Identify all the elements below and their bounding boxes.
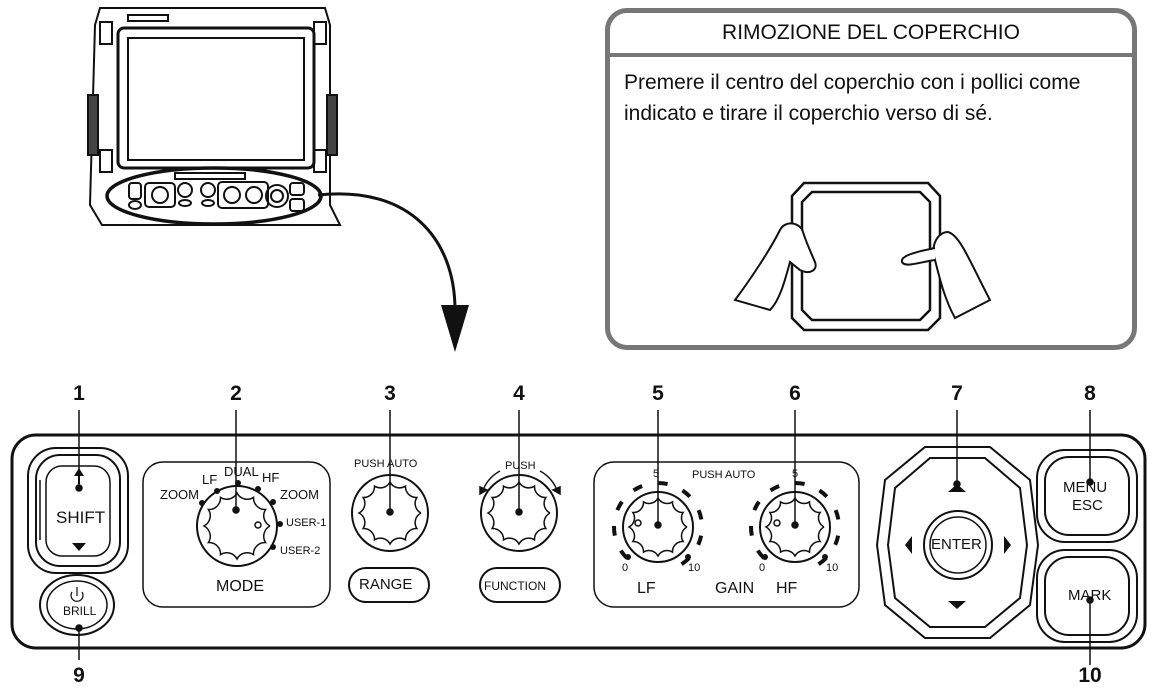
cover-removal-box: RIMOZIONE DEL COPERCHIO Premere il centr… (605, 8, 1137, 350)
function-push-label: PUSH (505, 460, 536, 472)
callout-7: 7 (951, 382, 963, 405)
function-label: FUNCTION (484, 579, 546, 593)
cursor-up-arrow-icon (948, 484, 966, 492)
cursor-pad[interactable] (875, 446, 1040, 639)
cover-removal-instructions: Premere il centro del coperchio con i po… (624, 71, 1081, 125)
callout-8: 8 (1084, 382, 1096, 405)
callout-2: 2 (230, 382, 242, 405)
menu-esc-key[interactable] (1036, 449, 1138, 543)
function-key[interactable] (479, 567, 561, 603)
callout-3: 3 (384, 382, 396, 405)
mode-label: MODE (216, 578, 264, 595)
menu-label: MENU (1063, 479, 1108, 496)
gain-lf-5-label: 5 (653, 468, 660, 480)
enter-key[interactable] (923, 510, 993, 580)
control-panel-frame (10, 433, 1147, 650)
shift-down-arrow-icon (72, 543, 86, 551)
unit-overview (87, 7, 342, 226)
gain-lf-0-label: 0 (622, 562, 629, 574)
gain-hf-5-label: 5 (792, 468, 799, 480)
mode-user2-label: USER-2 (280, 545, 321, 557)
cursor-left-arrow-icon (905, 536, 912, 554)
function-rotation-arrows-icon (479, 470, 561, 496)
callout-leader-lines (75, 410, 1094, 665)
zoom-arrow (317, 192, 457, 311)
gain-hf-label: HF (776, 580, 798, 597)
range-label: RANGE (359, 576, 413, 593)
callout-1: 1 (73, 382, 85, 405)
cursor-down-arrow-icon (948, 601, 966, 609)
gain-hf-10-label: 10 (826, 562, 839, 574)
gain-push-auto-label: PUSH AUTO (692, 469, 756, 481)
brill-label: BRILL (63, 604, 97, 618)
power-icon (70, 587, 84, 602)
callout-6: 6 (789, 382, 801, 405)
range-key[interactable] (348, 567, 430, 603)
gain-label: GAIN (715, 580, 755, 597)
zoom-arrow-head (441, 305, 469, 352)
callout-9: 9 (73, 664, 85, 687)
shift-label: SHIFT (56, 508, 106, 527)
mark-label: MARK (1068, 587, 1112, 604)
gain-lf-label: LF (637, 580, 656, 597)
cover-removal-illustration (733, 181, 992, 332)
mode-zoom-right-label: ZOOM (280, 487, 319, 502)
mark-key[interactable] (1036, 549, 1138, 643)
mode-zoom-left-label: ZOOM (160, 487, 199, 502)
gain-hf-0-label: 0 (759, 562, 766, 574)
callout-4: 4 (513, 382, 525, 405)
gain-group-frame (593, 461, 860, 608)
mode-user1-label: USER-1 (286, 517, 327, 529)
range-push-auto-label: PUSH AUTO (354, 458, 418, 470)
cursor-right-arrow-icon (1004, 536, 1011, 554)
esc-label: ESC (1072, 497, 1103, 514)
gain-scale-marks (612, 481, 841, 566)
mode-dual-label: DUAL (224, 464, 259, 479)
callout-5: 5 (652, 382, 664, 405)
shift-key[interactable] (27, 447, 129, 574)
cover-removal-title: RIMOZIONE DEL COPERCHIO (610, 13, 1132, 57)
mode-lf-label: LF (202, 472, 218, 487)
gain-lf-10-label: 10 (688, 562, 701, 574)
mode-knob[interactable] (196, 485, 278, 567)
callout-10: 10 (1078, 664, 1102, 687)
mode-position-dots (199, 480, 283, 550)
enter-label: ENTER (931, 536, 982, 553)
mode-hf-label: HF (262, 470, 280, 485)
